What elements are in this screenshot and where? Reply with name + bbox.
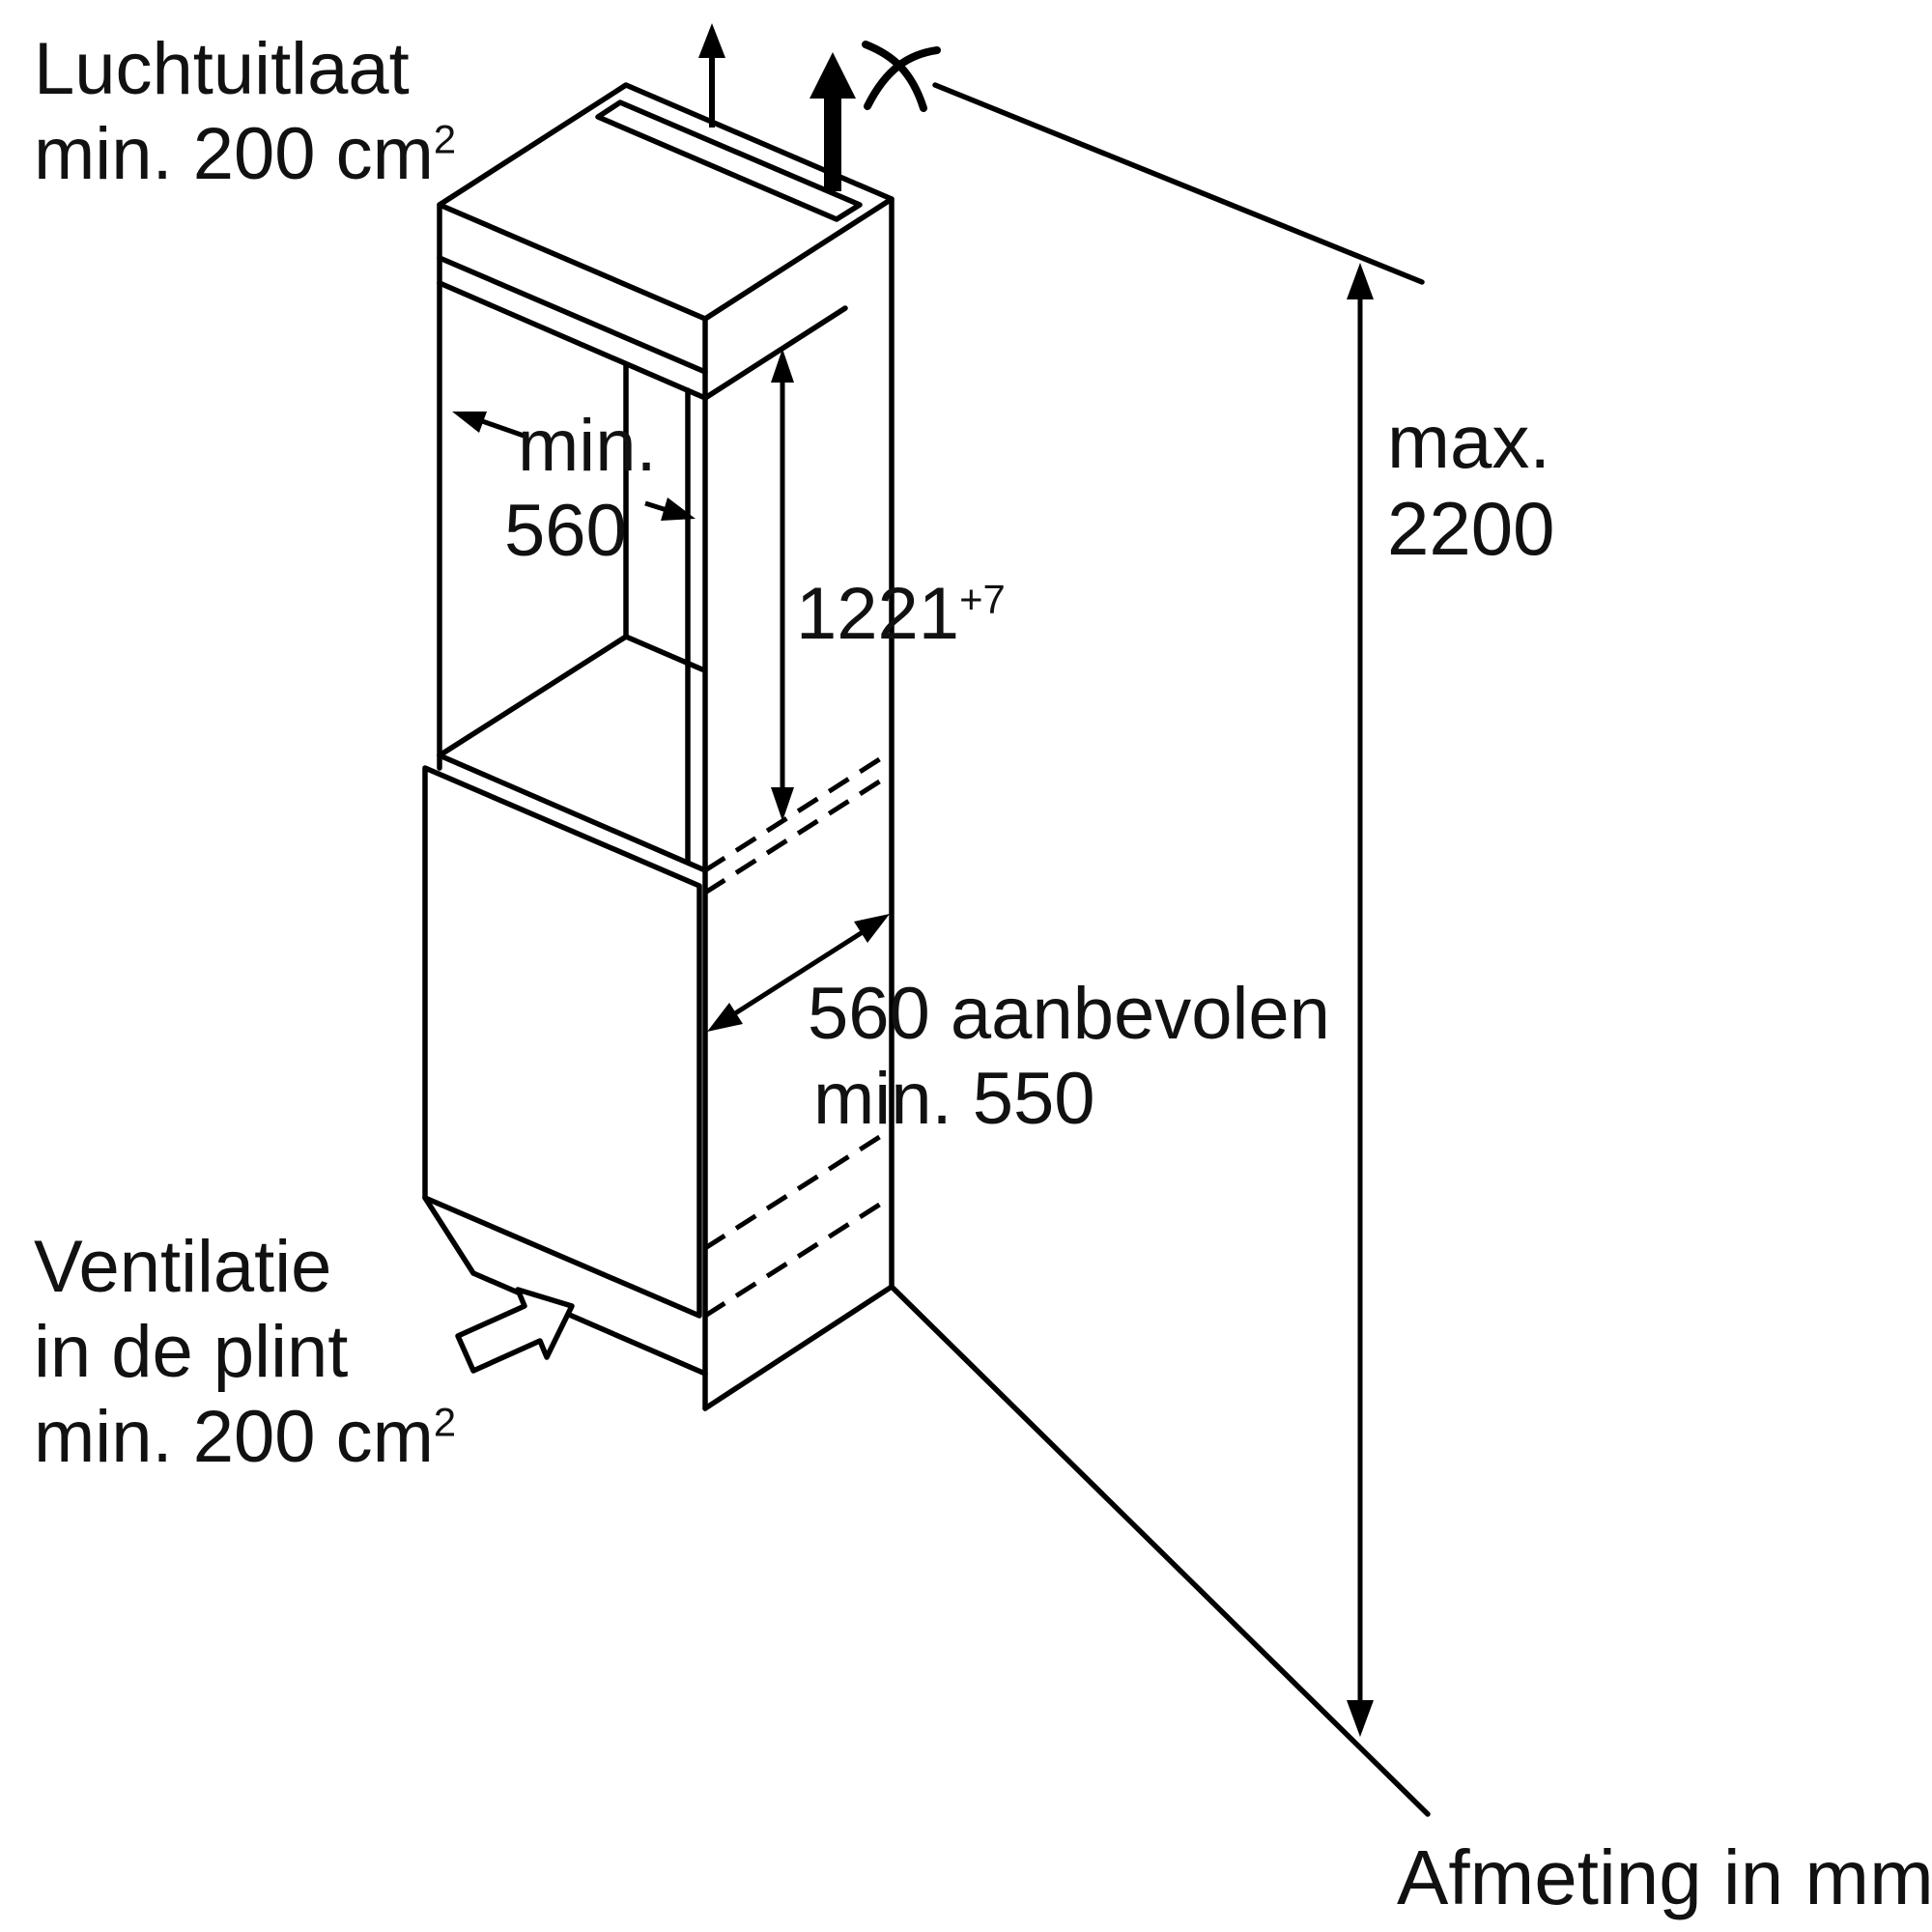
niche-width-line2: 560 <box>504 490 627 573</box>
wall-reference-line-top <box>932 82 1425 285</box>
air-outlet-sup: 2 <box>433 116 457 162</box>
side-bottom-edge <box>702 1284 895 1411</box>
plinth-vent-arrow <box>455 1287 575 1374</box>
niche-floor-hidden-top <box>703 749 894 873</box>
base-hidden-top <box>703 1126 894 1251</box>
niche-width-arrow-right <box>644 497 696 521</box>
lower-door-panel <box>422 765 702 1319</box>
niche-height-dimension-arrow <box>771 349 794 821</box>
niche-height-value: 1221 <box>796 573 960 655</box>
power-cord-icon <box>862 41 941 112</box>
cabinet-outline <box>422 82 1431 1817</box>
depth-line2: min. 550 <box>813 1058 1095 1141</box>
air-outlet-line2: min. 200 cm2 <box>34 113 457 196</box>
niche-height-label: 1221+7 <box>796 572 1006 657</box>
air-outlet-label: Luchtuitlaat min. 200 cm2 <box>34 27 456 197</box>
units-note: Afmeting in mm <box>1397 1834 1932 1920</box>
max-height-line2: 2200 <box>1387 486 1555 572</box>
niche-height-tolerance: +7 <box>959 576 1006 622</box>
niche-floor-back-edge <box>623 634 705 672</box>
niche-ceiling-guide-line <box>702 305 848 401</box>
plinth-vent-label: Ventilatie in de plint min. 200 cm2 <box>34 1225 456 1480</box>
plinth-vent-line2: in de plint <box>34 1311 349 1394</box>
depth-label: 560 aanbevolen min. 550 <box>808 972 1330 1142</box>
base-hidden-bottom <box>703 1194 894 1319</box>
air-outlet-arrow-small <box>698 23 725 128</box>
niche-floor-left-edge <box>437 634 629 758</box>
hidden-edges <box>703 749 895 1319</box>
plinth-vent-line3: min. 200 cm2 <box>34 1396 457 1479</box>
max-height-dimension-arrow <box>1347 263 1374 1737</box>
plinth-left-edge <box>422 1195 476 1276</box>
plinth-bottom-edge <box>470 1270 708 1377</box>
niche-width-line1: min. <box>518 405 657 487</box>
niche-width-arrow-left <box>452 412 527 440</box>
air-outlet-line1: Luchtuitlaat <box>34 28 410 110</box>
plinth-vent-line1: Ventilatie <box>34 1226 332 1308</box>
max-height-label: max. 2200 <box>1387 398 1555 573</box>
air-outlet-arrow-large <box>810 52 856 191</box>
top-band-line-1 <box>437 255 708 375</box>
max-height-line1: max. <box>1387 399 1551 484</box>
top-air-slot <box>595 99 863 222</box>
niche-width-label: min. 560 <box>504 404 657 574</box>
niche-floor-front-edge <box>437 753 708 873</box>
floor-reference-line <box>889 1284 1431 1817</box>
depth-dimension-arrow <box>707 914 890 1032</box>
plinth-vent-sup: 2 <box>433 1399 457 1445</box>
niche-floor-hidden-bottom <box>703 771 894 895</box>
depth-line1: 560 aanbevolen <box>808 973 1330 1055</box>
top-band-line-2 <box>437 280 708 401</box>
